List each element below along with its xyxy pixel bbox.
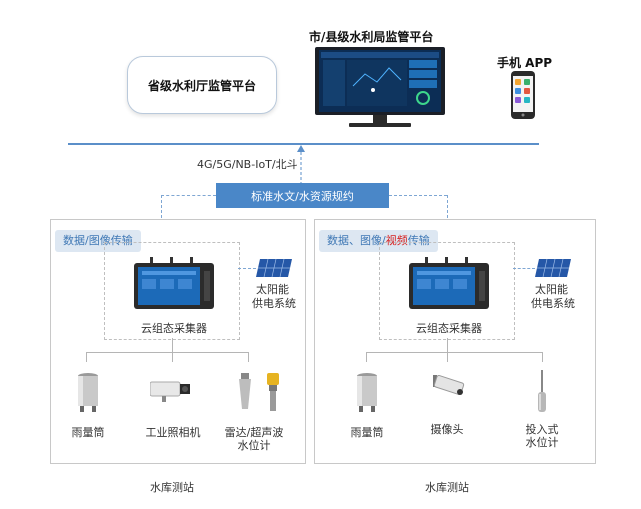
tree-right-bar bbox=[366, 352, 542, 353]
connector-right-h bbox=[389, 195, 447, 196]
station-right-tag-highlight: 视频 bbox=[385, 234, 408, 247]
collector-left-label: 云组态采集器 bbox=[141, 322, 207, 335]
tree-left-drop-2 bbox=[172, 352, 173, 362]
rain-gauge-icon bbox=[77, 372, 99, 412]
tree-left-drop-1 bbox=[86, 352, 87, 362]
collector-right-label: 云组态采集器 bbox=[416, 322, 482, 335]
solar-right-label-1: 太阳能 bbox=[535, 283, 568, 296]
device-right-3-label-1: 投入式 bbox=[525, 423, 559, 436]
solar-right-label-2: 供电系统 bbox=[531, 297, 575, 310]
surveillance-camera-icon bbox=[431, 374, 465, 403]
tree-right-drop-3 bbox=[542, 352, 543, 362]
uplink-arrow-icon bbox=[297, 145, 305, 185]
device-left-3-label-2: 水位计 bbox=[237, 439, 271, 452]
tree-left-bar bbox=[86, 352, 248, 353]
platform-bus-line bbox=[68, 143, 539, 145]
collector-device-icon bbox=[409, 257, 489, 309]
device-right-3-label-2: 水位计 bbox=[525, 436, 559, 449]
device-left-2-label: 工业照相机 bbox=[145, 426, 201, 439]
standard-protocol-label: 标准水文/水资源规约 bbox=[251, 189, 354, 203]
device-right-2-label: 摄像头 bbox=[430, 423, 464, 436]
city-platform-title: 市/县级水利局监管平台 bbox=[309, 30, 434, 44]
station-right-tag-prefix: 数据、图像/ bbox=[327, 234, 386, 247]
radar-level-meter-icon bbox=[237, 373, 283, 413]
tree-right-drop-1 bbox=[366, 352, 367, 362]
protocol-label: 4G/5G/NB-IoT/北斗 bbox=[197, 158, 298, 171]
solar-left-connector bbox=[238, 268, 256, 269]
solar-panel-icon bbox=[535, 258, 571, 278]
station-left-tag: 数据/图像传输 bbox=[55, 230, 141, 252]
monitor-icon bbox=[313, 46, 447, 130]
solar-right-connector bbox=[513, 268, 535, 269]
station-right-tag-suffix: 传输 bbox=[407, 234, 430, 247]
submersible-level-meter-icon bbox=[536, 370, 548, 414]
province-platform-title: 省级水利厅监管平台 bbox=[147, 78, 256, 93]
station-left-label: 水库测站 bbox=[150, 481, 194, 494]
province-platform-box: 省级水利厅监管平台 bbox=[127, 56, 277, 114]
station-right-tag: 数据、图像/视频传输 bbox=[319, 230, 438, 252]
solar-left-label-2: 供电系统 bbox=[252, 297, 296, 310]
tree-left-trunk bbox=[172, 338, 173, 352]
standard-protocol-box: 标准水文/水资源规约 bbox=[216, 183, 389, 208]
device-right-1-label: 雨量筒 bbox=[350, 426, 384, 439]
station-right-label: 水库测站 bbox=[425, 481, 469, 494]
rain-gauge-icon bbox=[356, 372, 378, 412]
collector-device-icon bbox=[134, 257, 214, 309]
industrial-camera-icon bbox=[149, 378, 190, 402]
device-left-1-label: 雨量筒 bbox=[71, 426, 105, 439]
tree-right-trunk bbox=[447, 338, 448, 352]
phone-icon bbox=[510, 70, 536, 120]
device-left-3-label-1: 雷达/超声波 bbox=[224, 426, 284, 439]
mobile-app-title: 手机 APP bbox=[497, 56, 553, 70]
solar-panel-icon bbox=[256, 258, 292, 278]
tree-left-drop-3 bbox=[248, 352, 249, 362]
connector-left-h bbox=[161, 195, 216, 196]
tree-right-drop-2 bbox=[447, 352, 448, 362]
solar-left-label-1: 太阳能 bbox=[256, 283, 289, 296]
